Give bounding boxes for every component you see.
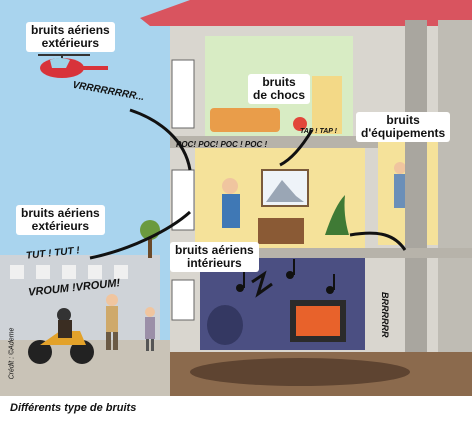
illustration-scene (0, 0, 472, 396)
figure-caption: Différents type de bruits (10, 402, 137, 414)
label-equipements: bruits d'équipements (356, 112, 451, 142)
background-buildings (0, 255, 160, 345)
sound-tap: TAP ! TAP ! (300, 128, 337, 135)
pedestrians (106, 294, 155, 351)
roof (140, 0, 472, 26)
image-credit: Crédit : ©Ademe (8, 327, 16, 380)
label-interior: bruits aériens intérieurs (170, 242, 259, 272)
sound-arrows (89, 108, 407, 298)
label-exterior-top: bruits aériens extérieurs (26, 22, 115, 52)
music-notes (236, 259, 335, 294)
helicopter (38, 54, 108, 78)
sound-brrr: BRRRRRR (380, 292, 390, 338)
sound-poc: POC! POC! POC ! POC ! (176, 140, 268, 149)
elevator-shaft (438, 20, 472, 352)
label-chocs: bruits de chocs (248, 74, 311, 104)
motorbike (28, 308, 94, 364)
label-exterior-left: bruits aériens extérieurs (16, 205, 105, 235)
